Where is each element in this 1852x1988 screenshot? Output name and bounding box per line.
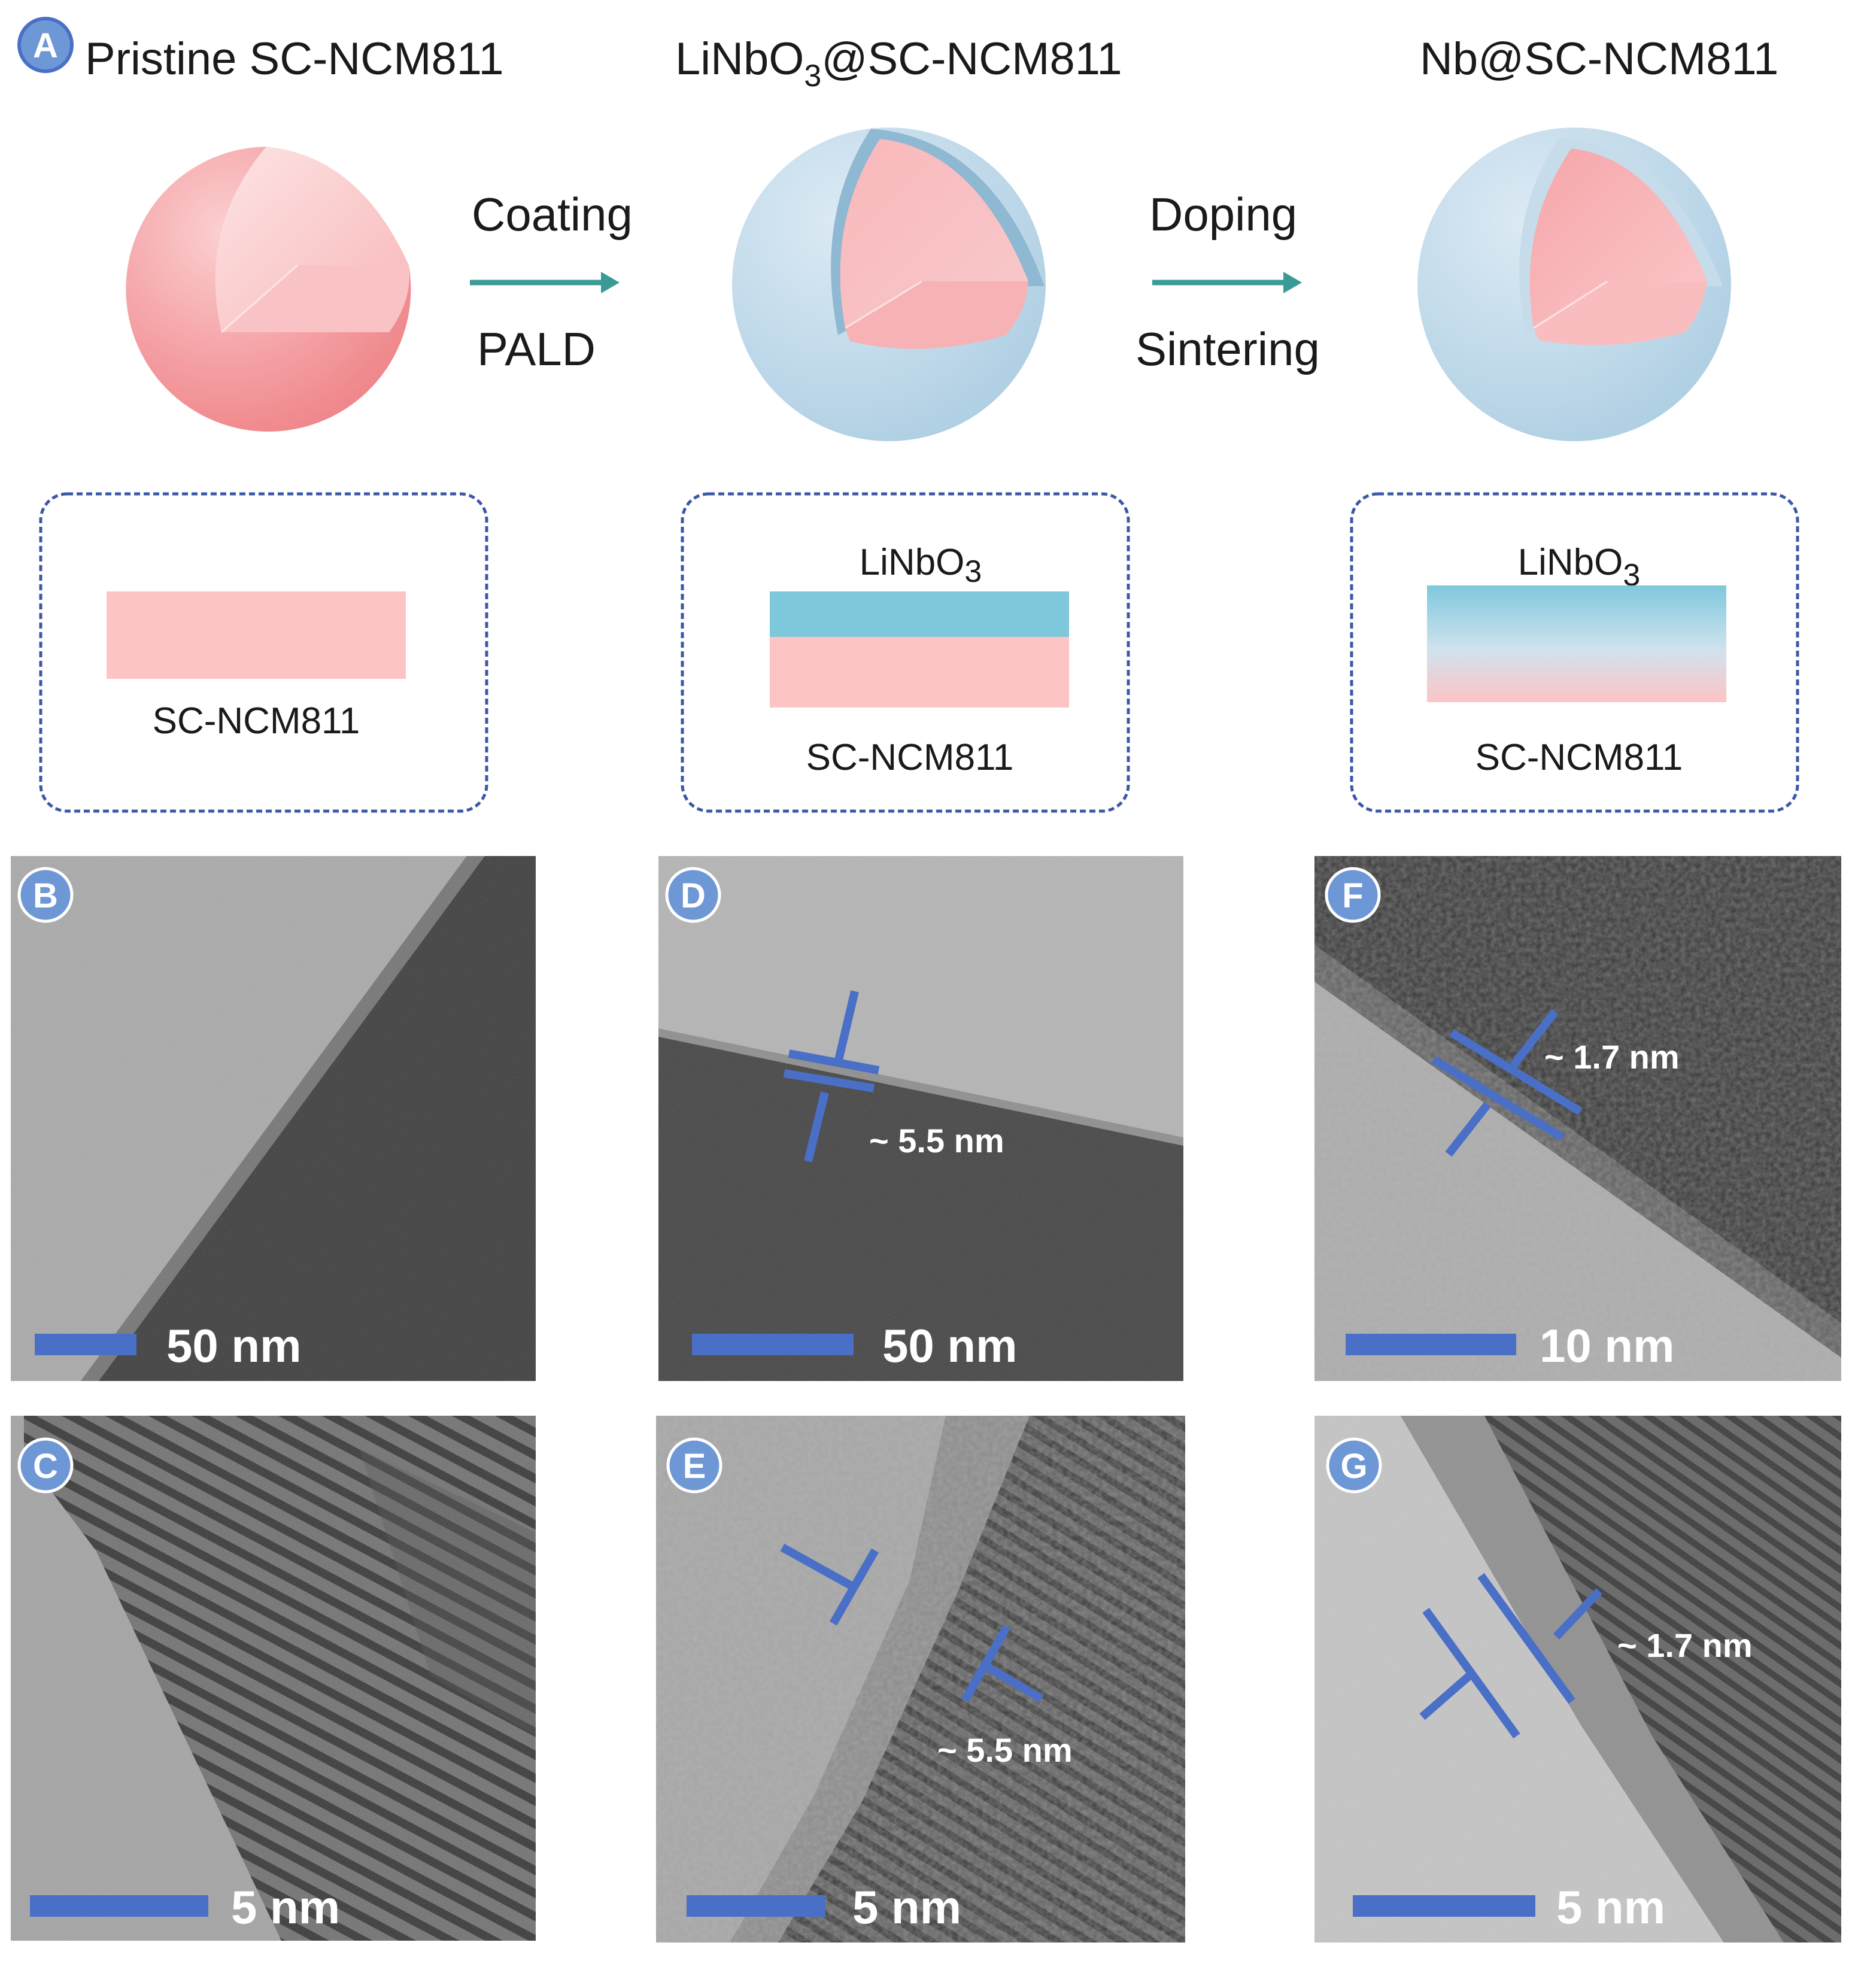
title-doped: Nb@SC-NCM811 xyxy=(1420,34,1778,84)
scale-label-f: 10 nm xyxy=(1540,1319,1674,1372)
scale-bar-b xyxy=(35,1334,136,1355)
panel-letter-d: D xyxy=(665,867,721,923)
svg-text:B: B xyxy=(33,876,58,915)
box-doped-bottom-label: SC-NCM811 xyxy=(1475,737,1683,778)
svg-text:G: G xyxy=(1340,1447,1367,1486)
panel-f: F ~ 1.7 nm 10 nm xyxy=(1314,856,1841,1381)
panel-a: A Pristine SC-NCM811 LiNbO3@SC-NCM811 Nb… xyxy=(17,17,1799,813)
panel-letter-a-text: A xyxy=(33,26,58,65)
box-coated-bottom-label: SC-NCM811 xyxy=(806,737,1014,778)
panel-letter-f: F xyxy=(1325,867,1381,923)
panel-e: E ~ 5.5 nm 5 nm xyxy=(656,1416,1185,1943)
thickness-marker-e xyxy=(780,1543,1044,1703)
box-pristine: SC-NCM811 xyxy=(39,492,488,813)
scale-bar-d xyxy=(692,1334,854,1355)
step-coating: Coating xyxy=(472,188,633,241)
box-coated: LiNbO3 SC-NCM811 xyxy=(681,492,1130,813)
svg-text:D: D xyxy=(681,876,706,915)
scale-bar-c xyxy=(30,1895,208,1917)
scale-label-g: 5 nm xyxy=(1556,1881,1665,1934)
measurement-e: ~ 5.5 nm xyxy=(937,1731,1073,1769)
svg-text:F: F xyxy=(1342,876,1363,915)
scale-bar-g xyxy=(1353,1895,1535,1917)
sphere-doped xyxy=(1417,128,1731,441)
step-sintering: Sintering xyxy=(1136,323,1320,375)
panel-letter-e: E xyxy=(666,1437,722,1494)
panel-letter-c: C xyxy=(17,1437,74,1494)
panel-letter-b: B xyxy=(17,867,74,923)
box-doped-top-label: LiNbO3 xyxy=(1518,542,1641,593)
box-coated-top-label: LiNbO3 xyxy=(860,542,982,589)
panel-letter-g: G xyxy=(1326,1437,1382,1494)
box-pristine-label: SC-NCM811 xyxy=(153,700,360,742)
thickness-marker-d xyxy=(783,990,880,1163)
arrow-coating xyxy=(470,272,620,293)
panel-b: B 50 nm xyxy=(11,856,536,1381)
measurement-f: ~ 1.7 nm xyxy=(1544,1038,1680,1076)
scale-label-e: 5 nm xyxy=(852,1881,961,1934)
sphere-pristine xyxy=(126,147,411,432)
scale-bar-e xyxy=(687,1895,825,1917)
title-coated: LiNbO3@SC-NCM811 xyxy=(675,34,1122,93)
svg-text:C: C xyxy=(33,1447,58,1486)
svg-text:E: E xyxy=(683,1447,706,1486)
panel-letter-a: A xyxy=(17,17,74,73)
measurement-g: ~ 1.7 nm xyxy=(1617,1626,1753,1664)
panel-g: G ~ 1.7 nm 5 nm xyxy=(1314,1416,1841,1943)
title-pristine: Pristine SC-NCM811 xyxy=(85,34,504,84)
step-doping: Doping xyxy=(1149,188,1297,241)
thickness-marker-f xyxy=(1431,1009,1583,1157)
sphere-coated xyxy=(732,128,1046,441)
arrow-doping xyxy=(1152,272,1302,293)
box-doped: LiNbO3 SC-NCM811 xyxy=(1350,492,1799,813)
thickness-marker-g xyxy=(1419,1573,1603,1739)
measurement-d: ~ 5.5 nm xyxy=(869,1122,1004,1160)
panel-d: D ~ 5.5 nm 50 nm xyxy=(658,856,1183,1381)
step-pald: PALD xyxy=(477,323,596,375)
scale-bar-f xyxy=(1346,1334,1516,1355)
scale-label-d: 50 nm xyxy=(882,1319,1017,1372)
scale-label-c: 5 nm xyxy=(231,1881,340,1934)
scale-label-b: 50 nm xyxy=(166,1319,301,1372)
panel-c: C 5 nm xyxy=(11,1416,536,1941)
